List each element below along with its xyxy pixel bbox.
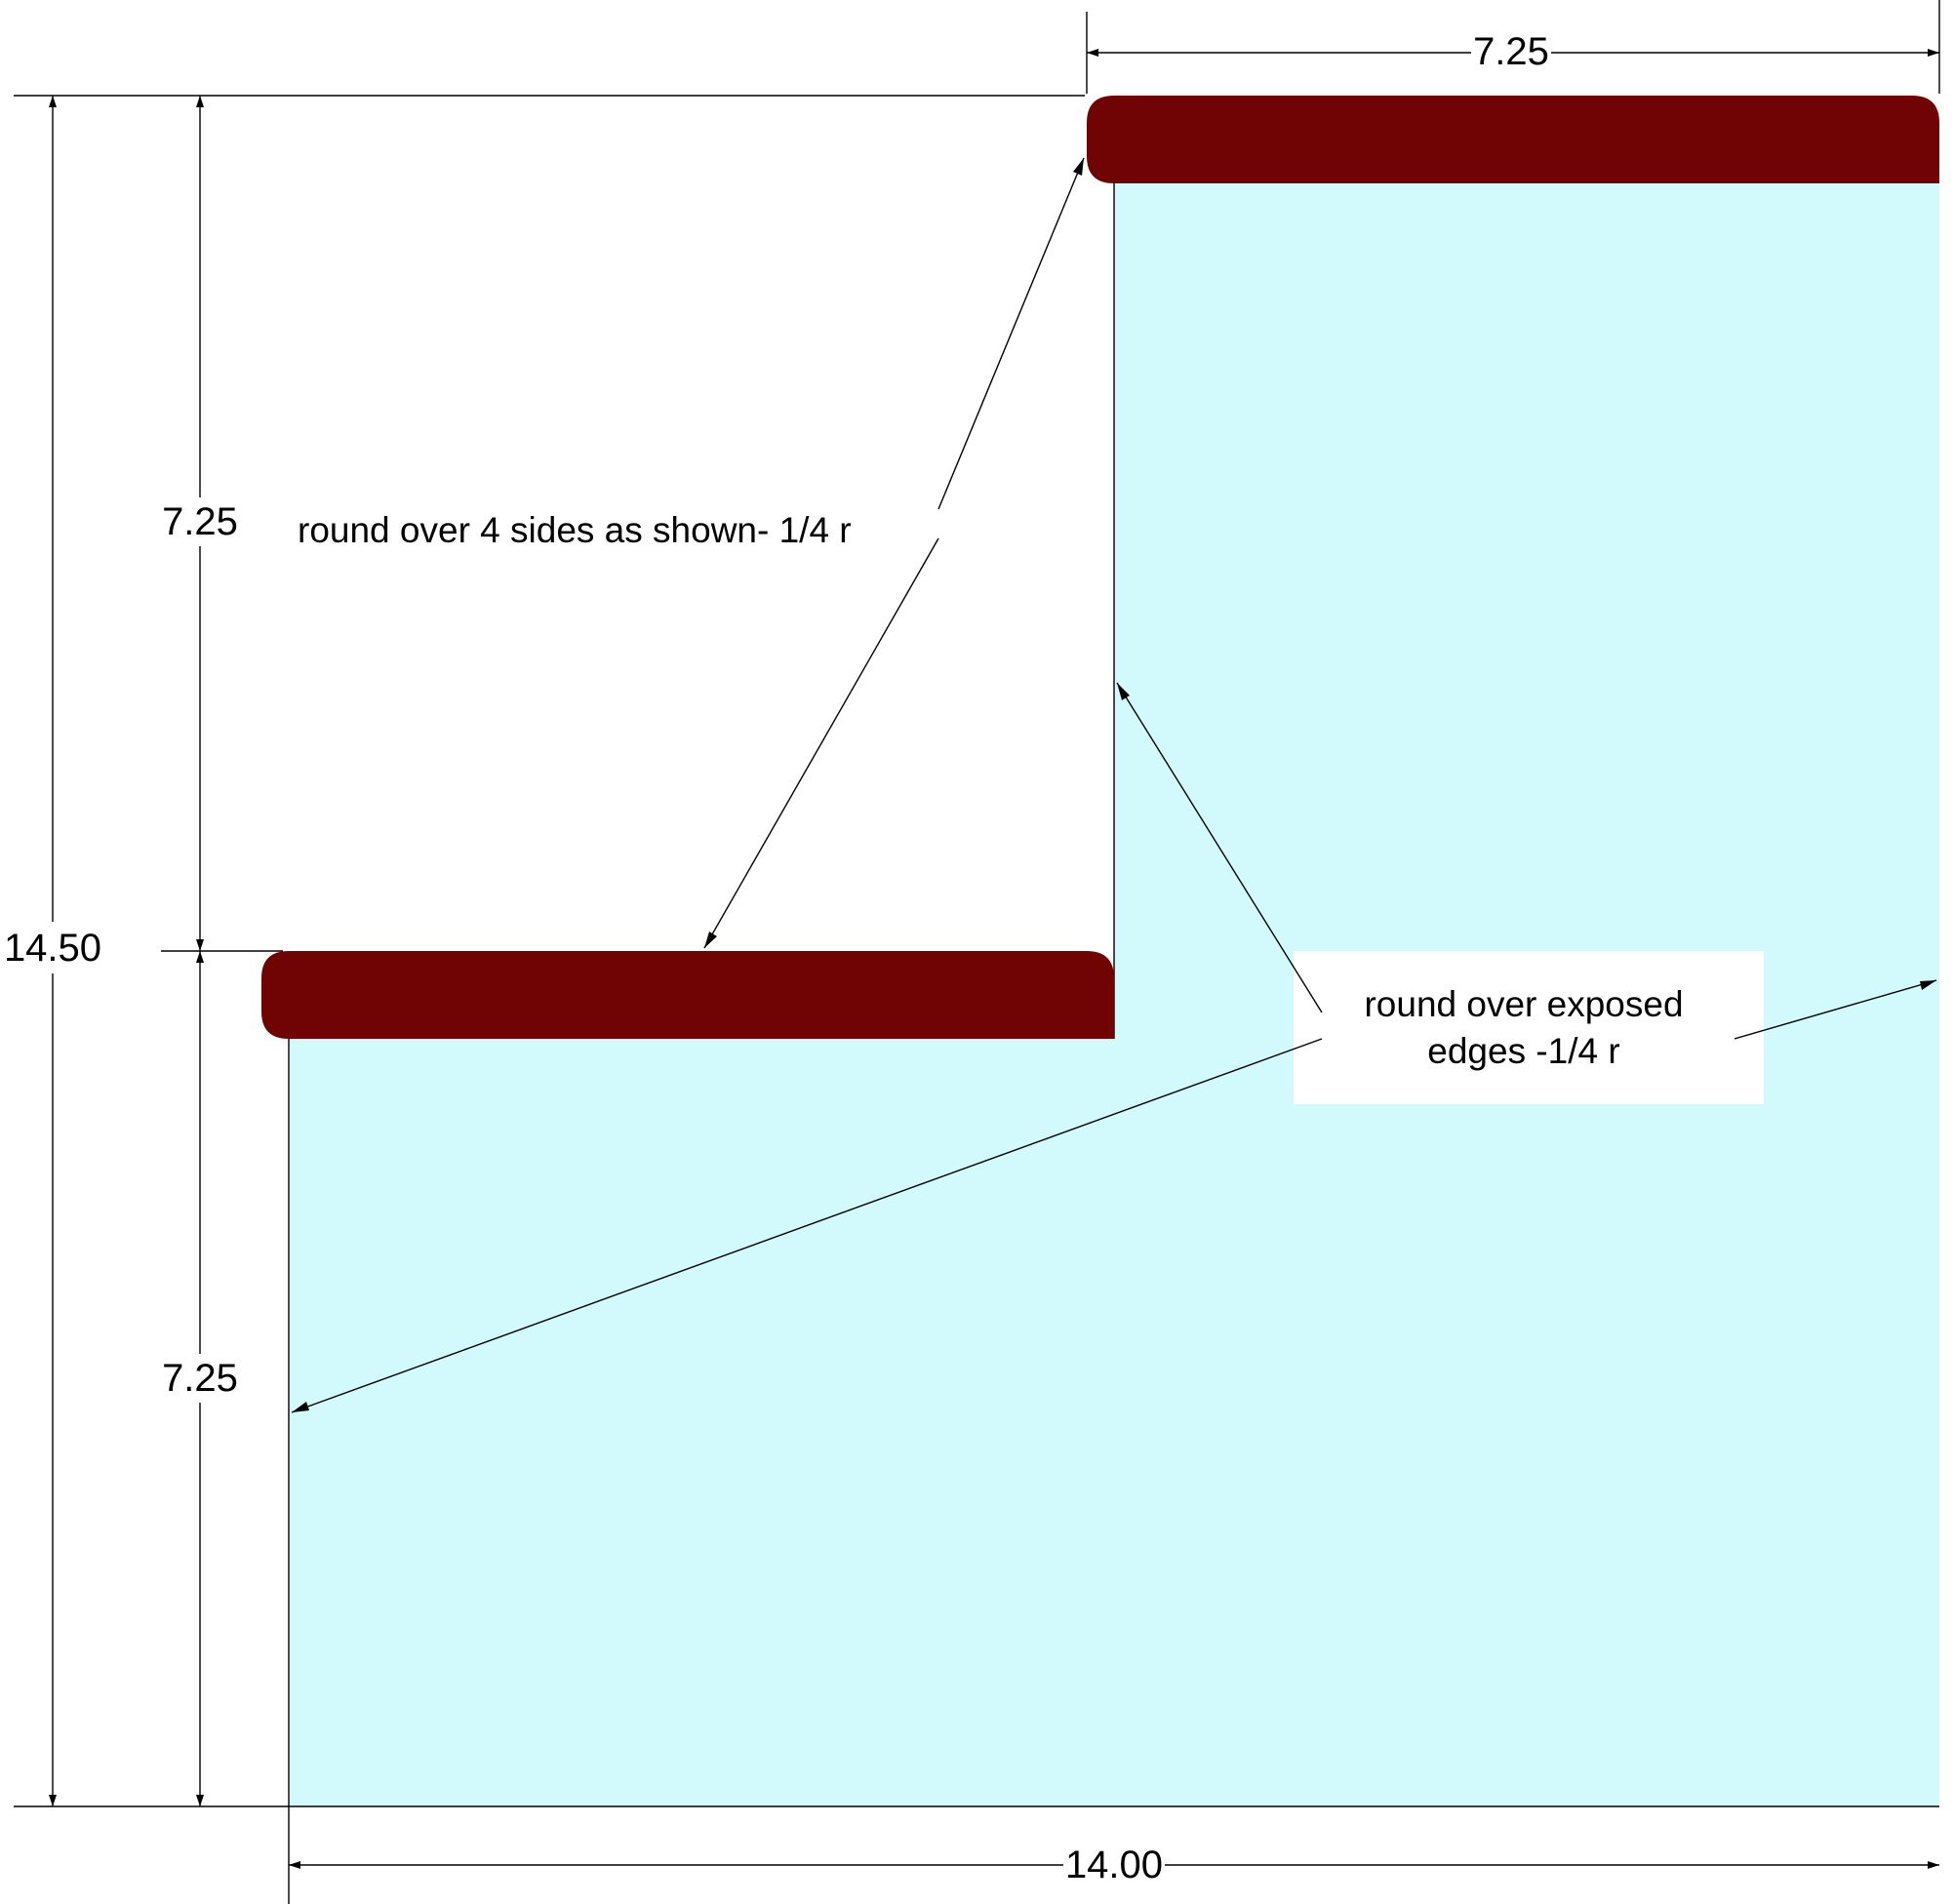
edges-note-box (1294, 951, 1764, 1104)
tread-roundover-note: round over 4 sides as shown- 1/4 r (298, 510, 852, 550)
total-height-arrow-top (49, 96, 57, 107)
top-dimension-arrow-right (1928, 49, 1939, 57)
edges-leader-left (291, 1038, 1323, 1413)
tread-leader-upper (937, 157, 1085, 510)
lower-height-arrow-bottom (196, 1795, 204, 1806)
tread-leader-upper-arrow (1073, 158, 1084, 176)
edges-leader-riser (1116, 682, 1323, 1013)
top-dimension-arrow-left (1087, 49, 1098, 57)
edges-leader-left-arrow (292, 1402, 309, 1412)
total-height-arrow-bottom (49, 1795, 57, 1806)
edges-leader-right (1734, 979, 1937, 1040)
top-width-dimension: 7.25 (1473, 30, 1549, 73)
total-width-dimension: 14.00 (1065, 1844, 1163, 1886)
edges-note-line2: edges -1/4 r (1427, 1031, 1619, 1071)
upper-height-arrow-bottom (196, 939, 204, 951)
upper-height-arrow-top (196, 96, 204, 107)
bottom-dimension-arrow-right (1928, 1861, 1939, 1869)
edges-note-line1: round over exposed (1364, 984, 1683, 1024)
lower-height-arrow-top (196, 951, 204, 963)
edges-leader-right-arrow (1920, 980, 1936, 990)
lower-tread (261, 951, 1114, 1039)
tread-leader-lower-arrow (704, 932, 717, 948)
lower-height-dimension: 7.25 (162, 1357, 238, 1400)
total-height-dimension: 14.50 (4, 927, 101, 970)
edges-leader-riser-arrow (1117, 683, 1130, 700)
bottom-dimension-arrow-left (289, 1861, 300, 1869)
upper-height-dimension: 7.25 (162, 500, 238, 543)
tread-leader-lower (703, 537, 939, 949)
upper-tread (1087, 96, 1939, 183)
